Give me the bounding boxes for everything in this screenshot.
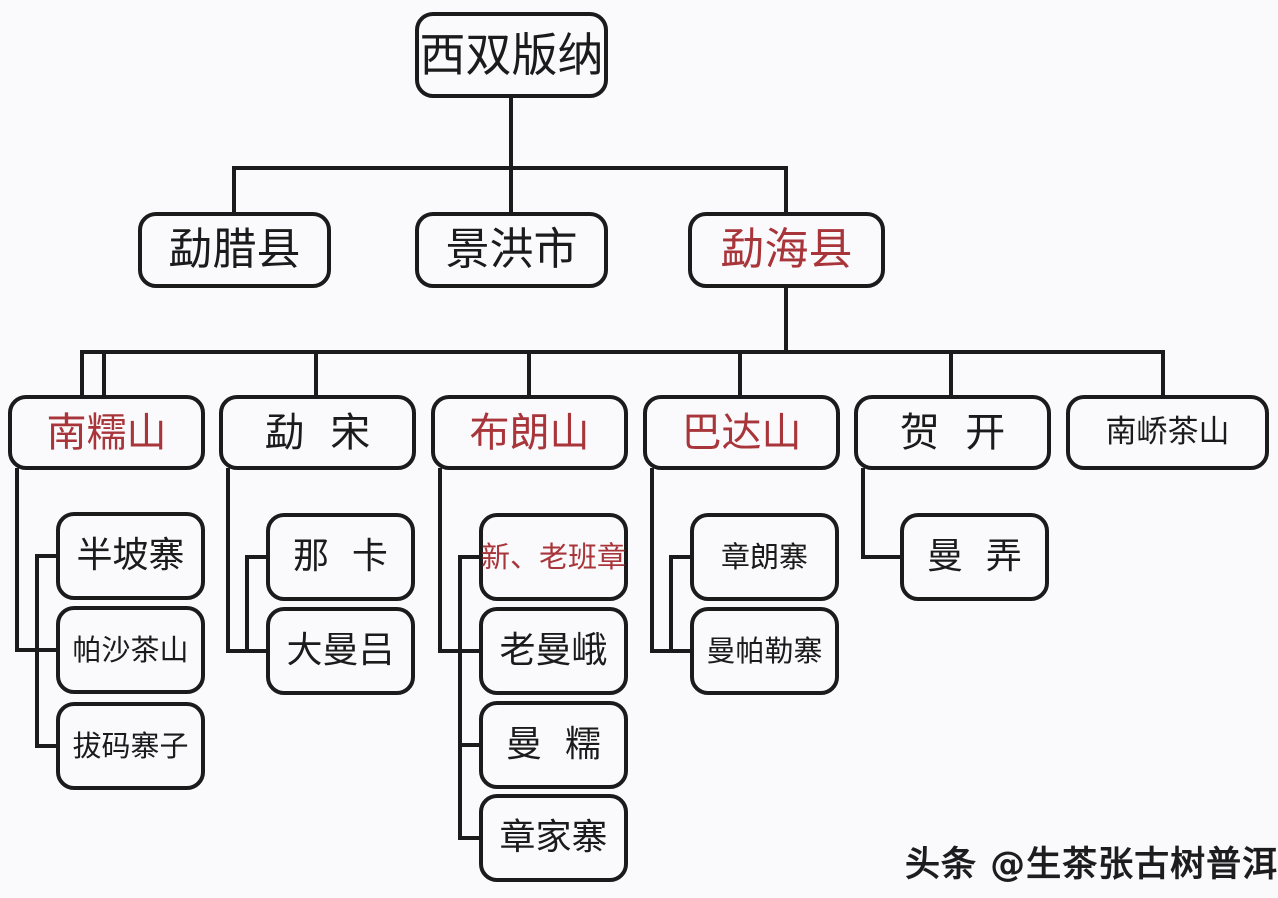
node-label: 拔码寨子 bbox=[72, 728, 189, 763]
node-label: 曼帕勒寨 bbox=[706, 633, 823, 668]
node-jinghongshi[interactable]: 景洪市 bbox=[415, 212, 608, 288]
node-nannuoshan[interactable]: 南糯山 bbox=[8, 395, 205, 470]
watermark-text: 头条 @生茶张古树普洱 bbox=[905, 845, 1278, 885]
node-label: 南糯山 bbox=[46, 409, 167, 456]
node-label: 那 卡 bbox=[293, 536, 388, 577]
node-menghaixian[interactable]: 勐海县 bbox=[688, 212, 885, 288]
node-mannuo[interactable]: 曼 糯 bbox=[479, 701, 628, 789]
node-zhanglangzhai[interactable]: 章朗寨 bbox=[690, 513, 839, 601]
node-label: 景洪市 bbox=[445, 224, 578, 275]
node-root[interactable]: 西双版纳 bbox=[415, 12, 608, 98]
node-label: 布朗山 bbox=[469, 409, 590, 456]
node-manpalezhai[interactable]: 曼帕勒寨 bbox=[690, 607, 839, 695]
node-label: 大曼吕 bbox=[286, 630, 395, 671]
node-zhangjiazhai[interactable]: 章家寨 bbox=[479, 794, 628, 882]
node-label: 南峤茶山 bbox=[1105, 414, 1230, 450]
node-mannong[interactable]: 曼 弄 bbox=[900, 513, 1049, 601]
node-label: 章家寨 bbox=[499, 817, 608, 858]
node-mengsong[interactable]: 勐 宋 bbox=[219, 395, 416, 470]
node-label: 勐海县 bbox=[720, 224, 853, 275]
node-label: 新、老班章 bbox=[481, 539, 627, 574]
node-label: 勐 宋 bbox=[264, 409, 371, 456]
node-label: 西双版纳 bbox=[419, 28, 604, 82]
node-menglaxian[interactable]: 勐腊县 bbox=[138, 212, 331, 288]
node-label: 章朗寨 bbox=[720, 539, 808, 574]
node-hekai[interactable]: 贺 开 bbox=[854, 395, 1051, 470]
node-nanqiaochashan[interactable]: 南峤茶山 bbox=[1066, 395, 1269, 470]
node-label: 贺 开 bbox=[899, 409, 1006, 456]
node-label: 老曼峨 bbox=[499, 630, 608, 671]
node-badashan[interactable]: 巴达山 bbox=[643, 395, 840, 470]
node-laomane[interactable]: 老曼峨 bbox=[479, 607, 628, 695]
node-label: 曼 糯 bbox=[506, 724, 601, 765]
node-label: 巴达山 bbox=[681, 409, 802, 456]
node-pashachashan[interactable]: 帕沙茶山 bbox=[56, 606, 205, 694]
node-label: 帕沙茶山 bbox=[72, 632, 189, 667]
node-label: 勐腊县 bbox=[168, 224, 301, 275]
node-bamazhaizi[interactable]: 拔码寨子 bbox=[56, 702, 205, 790]
node-naka[interactable]: 那 卡 bbox=[266, 513, 415, 601]
node-label: 半坡寨 bbox=[76, 535, 185, 576]
node-damanlv[interactable]: 大曼吕 bbox=[266, 607, 415, 695]
node-bulangshan[interactable]: 布朗山 bbox=[431, 395, 628, 470]
node-xin-lao-banzhang[interactable]: 新、老班章 bbox=[479, 513, 628, 601]
node-label: 曼 弄 bbox=[927, 536, 1022, 577]
node-banpozhai[interactable]: 半坡寨 bbox=[56, 512, 205, 600]
